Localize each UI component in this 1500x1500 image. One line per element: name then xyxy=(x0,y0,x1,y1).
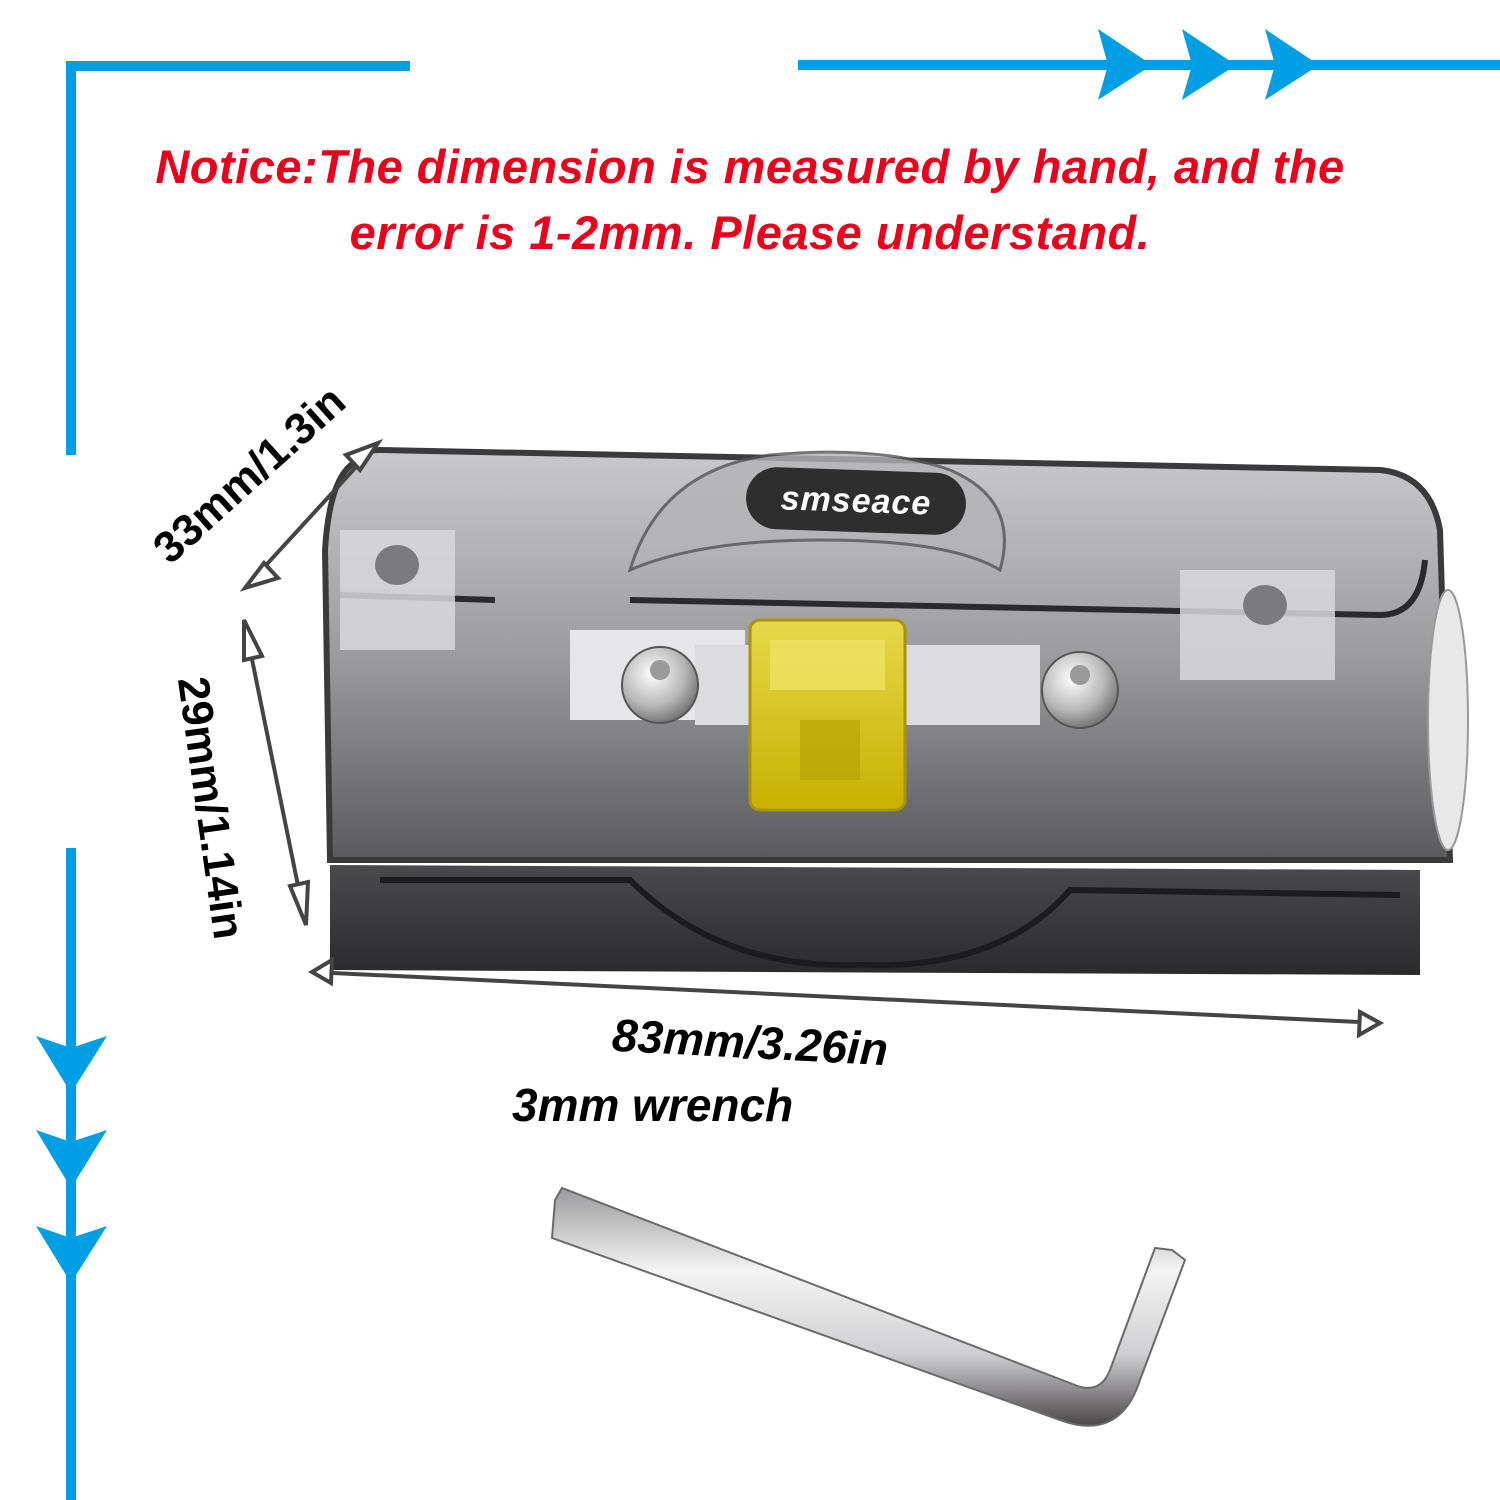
notice-line-2: error is 1-2mm. Please understand. xyxy=(349,206,1151,259)
width-arrow-icon xyxy=(311,970,1381,1025)
arrow-down-icon xyxy=(36,1130,107,1188)
wrench-label: 3mm wrench xyxy=(512,1079,794,1131)
corner-bracket-decoration xyxy=(66,61,410,455)
notice-line-1: Notice:The dimension is measured by hand… xyxy=(155,140,1345,193)
arrow-right-icon xyxy=(1098,29,1152,100)
hex-wrench-illustration xyxy=(550,1186,1187,1427)
arrow-down-icon xyxy=(36,1226,107,1283)
notice-text: Notice:The dimension is measured by hand… xyxy=(0,134,1500,266)
screw-left xyxy=(621,646,699,724)
arrow-down-icon xyxy=(36,1036,107,1093)
height-arrow-icon xyxy=(242,619,308,926)
bottom-arrow-line-decoration xyxy=(36,848,107,1500)
dimension-arrows xyxy=(239,438,1385,1039)
screw-right xyxy=(1041,651,1119,729)
arrow-right-icon xyxy=(1265,29,1319,100)
arrow-right-icon xyxy=(1182,29,1236,100)
top-arrow-line-decoration xyxy=(798,29,1500,100)
